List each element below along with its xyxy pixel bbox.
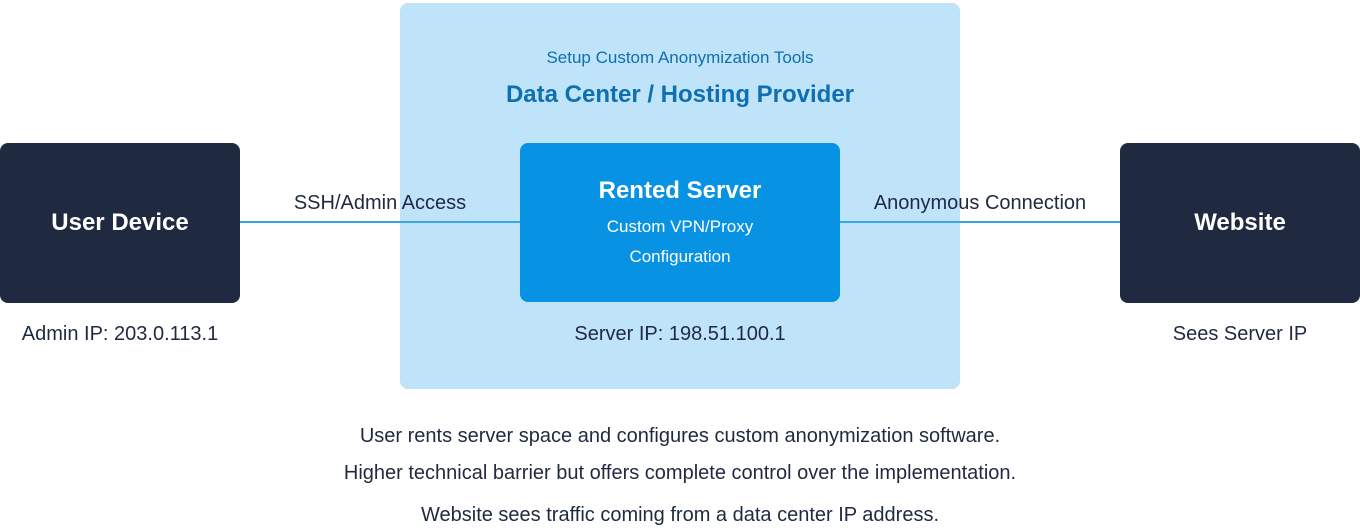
server-label: Rented Server xyxy=(598,177,762,204)
server-config-line-2: Configuration xyxy=(629,247,731,266)
panel-subtitle: Setup Custom Anonymization Tools xyxy=(546,48,814,67)
note-line-2: Higher technical barrier but offers comp… xyxy=(343,462,1017,484)
website-caption: Sees Server IP xyxy=(1172,323,1308,345)
server-caption: Server IP: 198.51.100.1 xyxy=(574,323,786,345)
user-device-caption: Admin IP: 203.0.113.1 xyxy=(21,323,219,345)
server-config-line-1: Custom VPN/Proxy xyxy=(606,217,754,236)
user-device-node: User Device xyxy=(0,143,240,303)
note-line-3: Website sees traffic coming from a data … xyxy=(420,504,940,526)
note-line-1: User rents server space and configures c… xyxy=(359,425,1001,447)
link-label-ssh: SSH/Admin Access xyxy=(293,192,467,214)
connector-user-server xyxy=(240,221,520,223)
website-label: Website xyxy=(1194,209,1286,236)
website-node: Website xyxy=(1120,143,1360,303)
panel-title: Data Center / Hosting Provider xyxy=(505,81,855,108)
connector-server-website xyxy=(840,221,1120,223)
rented-server-node: Rented Server Custom VPN/Proxy Configura… xyxy=(520,143,840,302)
user-device-label: User Device xyxy=(51,209,189,236)
link-label-anonymous: Anonymous Connection xyxy=(873,192,1087,214)
